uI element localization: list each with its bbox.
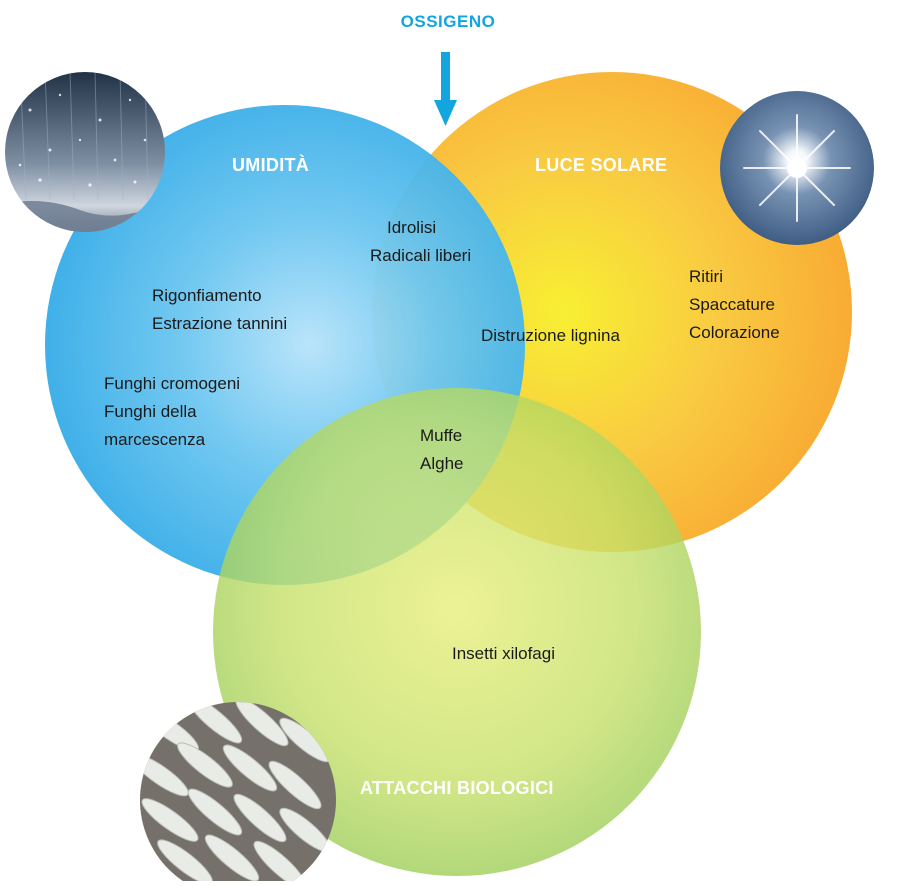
effect-label: Funghi cromogeni [104, 374, 241, 393]
effect-label: Ritiri [689, 267, 723, 286]
effect-label: marcescenza [104, 430, 206, 449]
humidity-effects-lower: Funghi cromogeni Funghi della marcescenz… [104, 370, 240, 454]
biological-circle [213, 388, 701, 876]
effect-label: Spaccature [689, 295, 775, 314]
oxygen-label: OSSIGENO [400, 12, 496, 31]
effect-label: Insetti xilofagi [452, 644, 555, 663]
effect-label: Rigonfiamento [152, 286, 262, 305]
oxygen-arrow-icon [434, 52, 457, 126]
sun-outer-effects: Ritiri Spaccature Colorazione [689, 263, 780, 347]
effect-label: Estrazione tannini [152, 314, 288, 333]
sun-photo [720, 91, 874, 245]
humidity-sun-effects: Idrolisi Radicali liberi [370, 214, 510, 270]
sunlight-title: LUCE SOLARE [535, 155, 668, 175]
effect-label: Idrolisi [387, 218, 437, 237]
effect-label: Alghe [420, 454, 464, 473]
effect-label: Colorazione [689, 323, 780, 342]
effect-label: Radicali liberi [370, 246, 472, 265]
effect-label: Distruzione lignina [481, 326, 620, 345]
biological-title: ATTACCHI BIOLOGICI [360, 778, 554, 798]
sun-inner-effects: Distruzione lignina [481, 322, 620, 350]
all-three-effects: Muffe Alghe [420, 422, 463, 478]
effect-label: Muffe [420, 426, 463, 445]
humidity-effects-upper: Rigonfiamento Estrazione tannini [152, 282, 287, 338]
effect-label: Funghi della [104, 402, 197, 421]
humidity-title: UMIDITÀ [232, 155, 310, 175]
biological-effects: Insetti xilofagi [452, 640, 555, 668]
